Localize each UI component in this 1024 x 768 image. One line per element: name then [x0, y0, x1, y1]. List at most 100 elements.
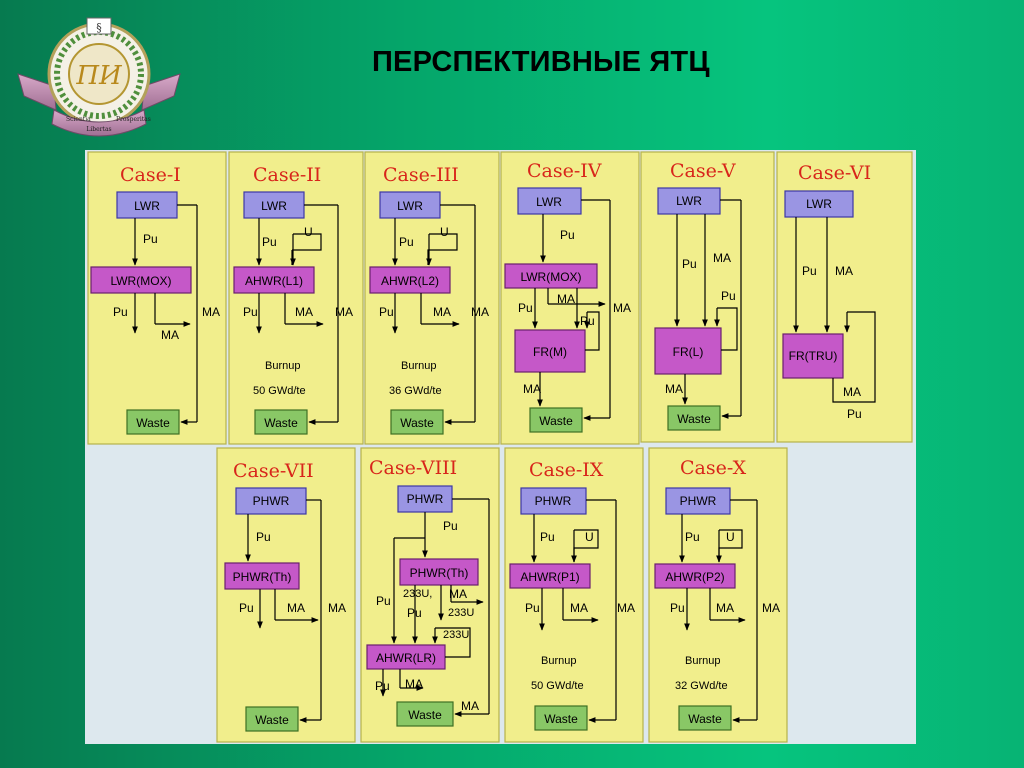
case-8-title: Case-VIII: [369, 457, 457, 479]
flow-label: Pu: [143, 232, 158, 246]
flow-label: AHWR(P2): [665, 570, 724, 584]
flow-label: PHWR: [680, 494, 717, 508]
flow-label: LWR(MOX): [520, 270, 581, 284]
case-6-panel: Case-VI LWR FR(TRU) Pu MA MA Pu: [776, 151, 913, 443]
case-2-ahwr-box: [233, 266, 315, 294]
case-9-title: Case-IX: [529, 459, 604, 481]
flow-label: AHWR(L1): [245, 274, 303, 288]
flow-label: Pu: [670, 601, 685, 615]
flow-label: Pu: [540, 530, 555, 544]
svg-text:Libertas: Libertas: [86, 126, 111, 133]
slide-title: ПЕРСПЕКТИВНЫЕ ЯТЦ: [372, 46, 710, 78]
flow-label: 36 GWd/te: [389, 385, 442, 397]
flow-label: LWR: [261, 199, 287, 213]
flow-label: FR(TRU): [789, 349, 838, 363]
flow-label: FR(L): [673, 345, 704, 359]
case-4-lwr-box: [517, 187, 582, 215]
case-2-title: Case-II: [253, 164, 321, 186]
case-2-panel: Case-II LWR AHWR(L1) Waste Pu U MA Pu MA…: [228, 151, 364, 445]
flow-label: MA: [523, 382, 541, 396]
flow-label: PHWR: [407, 492, 444, 506]
flow-label: Pu: [518, 301, 533, 315]
flow-label: LWR: [536, 195, 562, 209]
flow-label: MA: [835, 264, 853, 278]
flow-label: LWR: [397, 199, 423, 213]
flow-label: Waste: [255, 713, 289, 727]
case-9-waste-box: [534, 705, 588, 731]
case-5-panel: Case-V LWR FR(L) Waste Pu MA Pu MA: [640, 151, 775, 443]
case-5-title: Case-V: [670, 160, 736, 182]
flow-label: Pu: [239, 601, 254, 615]
flow-label: Waste: [400, 416, 434, 430]
case-7-waste-box: [245, 706, 299, 732]
flow-label: Burnup: [265, 360, 300, 372]
svg-text:Prosperitas: Prosperitas: [116, 116, 151, 123]
flow-label: Pu: [379, 305, 394, 319]
case-4-lwrmox-box: [504, 263, 598, 289]
flow-label: Pu: [443, 519, 458, 533]
case-9-panel: Case-IX PHWR AHWR(P1) Waste Pu U MA Pu M…: [504, 447, 644, 743]
flow-label: Pu: [256, 530, 271, 544]
case-8-phwrth-box: [399, 558, 479, 586]
flow-label: Pu: [376, 594, 391, 608]
flow-label: 233U: [443, 629, 469, 641]
case-10-phwr-box: [665, 487, 731, 515]
case-3-ahwr-box: [369, 266, 451, 294]
flow-label: MA: [295, 305, 313, 319]
flow-label: LWR: [134, 199, 160, 213]
flow-label: Pu: [375, 679, 390, 693]
flow-label: LWR(MOX): [110, 274, 171, 288]
case-8-phwr-box: [397, 485, 453, 513]
case-9-ahwr-box: [509, 563, 591, 589]
case-7-phwr-box: [235, 487, 307, 515]
flow-label: Burnup: [541, 655, 576, 667]
flow-label: Pu: [113, 305, 128, 319]
flow-label: MA: [613, 301, 631, 315]
flow-label: AHWR(L2): [381, 274, 439, 288]
case-1-panel: Case-I LWR LWR(MOX) Waste Pu MA Pu MA: [87, 151, 227, 445]
flow-label: Waste: [688, 712, 722, 726]
flow-label: MA: [713, 251, 731, 265]
case-9-phwr-box: [520, 487, 587, 515]
case-10-ahwr-box: [654, 563, 736, 589]
case-7-phwrth-box: [224, 562, 300, 590]
flow-label: Waste: [544, 712, 578, 726]
case-6-lwr-box: [784, 190, 854, 218]
flow-label: MA: [433, 305, 451, 319]
flow-label: MA: [461, 699, 479, 713]
flow-label: FR(M): [533, 345, 567, 359]
case-1-lwrmox-box: [90, 266, 192, 294]
flow-label: MA: [716, 601, 734, 615]
flow-label: LWR: [676, 194, 702, 208]
flow-label: Pu: [399, 235, 414, 249]
flow-label: Pu: [682, 257, 697, 271]
flow-label: MA: [335, 305, 353, 319]
case-1-title: Case-I: [120, 164, 181, 186]
case-10-panel: Case-X PHWR AHWR(P2) Waste Pu U MA Pu MA…: [648, 447, 788, 743]
flow-label: U: [726, 530, 735, 544]
flow-label: U: [440, 225, 449, 239]
flow-label: PHWR(Th): [410, 566, 469, 580]
case-5-frl-box: [654, 327, 722, 375]
flow-label: 233U: [448, 607, 474, 619]
flow-label: MA: [202, 305, 220, 319]
case-3-title: Case-III: [383, 164, 459, 186]
flow-label: MA: [617, 601, 635, 615]
flow-label: Pu: [560, 228, 575, 242]
flow-label: MA: [471, 305, 489, 319]
flow-label: U: [585, 530, 594, 544]
flow-label: 50 GWd/te: [531, 680, 584, 692]
flow-label: Waste: [136, 416, 170, 430]
university-emblem-logo: § ПИ Scientia Libertas Prosperitas: [17, 17, 181, 137]
svg-text:§: §: [96, 21, 102, 34]
case-8-waste-box: [396, 701, 454, 727]
case-2-waste-box: [254, 409, 308, 435]
flow-label: Waste: [264, 416, 298, 430]
flow-label: Pu: [525, 601, 540, 615]
case-1-waste-box: [126, 409, 180, 435]
flow-label: Burnup: [685, 655, 720, 667]
flow-label: Pu: [243, 305, 258, 319]
case-7-panel: Case-VII PHWR PHWR(Th) Waste Pu MA Pu MA: [216, 447, 356, 743]
case-3-lwr-box: [379, 191, 441, 219]
case-6-frtru-box: [782, 333, 844, 379]
